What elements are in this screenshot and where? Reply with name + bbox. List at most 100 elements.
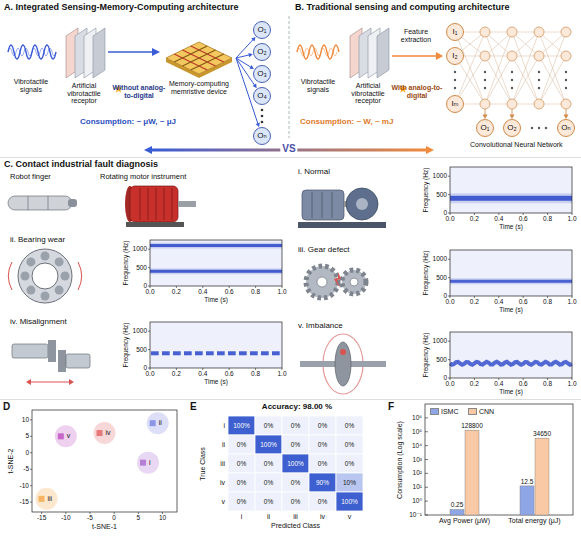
shaft — [66, 354, 90, 368]
cluster-halo — [55, 425, 77, 447]
network-link — [485, 32, 512, 56]
vs-label: VS — [280, 143, 297, 154]
network-link — [539, 32, 566, 104]
tick-mark — [523, 378, 524, 380]
panel-heading: A. Integrated Sensing-Memory-Computing a… — [4, 3, 239, 13]
matrix-cell-ground — [228, 435, 255, 454]
flow-arrow — [108, 51, 153, 53]
signal-label: Vibrotactile signals — [5, 78, 57, 93]
tick-label: 0.8 — [543, 215, 552, 222]
neuron-node: I₂ — [446, 47, 464, 65]
tick-label: 0.2 — [172, 370, 181, 377]
matrix-cell: 90% — [316, 479, 329, 486]
matrix-cell: 0% — [291, 441, 300, 448]
cluster-label: iii — [48, 495, 53, 503]
spectrogram-ground — [450, 250, 572, 296]
matrix-cell-ground — [255, 435, 282, 454]
bearing-inner — [32, 263, 58, 289]
tick-mark — [474, 296, 475, 298]
tick-mark — [176, 368, 177, 370]
tick-label: 0.4 — [494, 215, 503, 222]
tick-label: 10 — [159, 514, 166, 521]
tick-mark — [148, 249, 150, 250]
tick-label: 0.4 — [494, 380, 503, 387]
tick-mark — [41, 512, 42, 514]
hidden-neuron — [561, 27, 571, 37]
fault-label: i. Normal — [298, 168, 330, 177]
matrix-cell: 0% — [237, 498, 246, 505]
coupling — [58, 350, 66, 372]
tick-mark — [255, 368, 256, 370]
spectrum-band — [184, 351, 192, 355]
plot-frame — [150, 322, 282, 368]
neuron-node: Oₙ — [253, 127, 271, 145]
tick-mark — [202, 368, 203, 370]
tick-mark — [30, 452, 32, 453]
tick-mark — [572, 378, 573, 380]
spectrogram-ground — [450, 167, 572, 213]
tick-label: -15 — [37, 514, 46, 521]
axis-title: Frequency (Hz) — [122, 323, 129, 368]
waveform — [8, 48, 56, 56]
tick-label: i — [223, 422, 225, 430]
neuron-label: I₂ — [452, 52, 457, 61]
matrix-cell-ground — [309, 473, 336, 492]
matrix-cell-ground — [336, 473, 363, 492]
network-link — [512, 109, 513, 115]
arrow-head — [144, 146, 152, 154]
neuron-label: O₁ — [481, 124, 490, 133]
ellipsis-dot — [538, 71, 540, 73]
panel-divider — [0, 157, 581, 158]
tick-mark — [148, 331, 150, 332]
connector-line — [236, 40, 253, 58]
matrix-cell: 100% — [341, 498, 358, 505]
neuron-label: O₂ — [507, 124, 516, 133]
bar — [465, 430, 479, 515]
waveform — [297, 48, 337, 56]
cluster-marker — [39, 496, 45, 502]
tick-mark — [547, 378, 548, 380]
tick-mark — [425, 445, 428, 446]
neuron-label: O₁ — [258, 26, 267, 35]
bearing-ball — [41, 292, 50, 301]
legend-label: CNN — [479, 408, 494, 416]
bearing-ball — [21, 272, 30, 281]
tick-mark — [425, 487, 428, 488]
imbalance-mass — [340, 349, 346, 355]
arrow-head — [26, 379, 31, 385]
panel-divider — [289, 16, 290, 138]
bearing-ball — [55, 257, 64, 266]
cluster-marker — [150, 420, 156, 426]
matrix-cell-ground — [309, 416, 336, 435]
neuron-label: O₃ — [257, 70, 266, 79]
tick-label: iv — [220, 479, 225, 487]
ellipsis-dot — [454, 79, 456, 81]
tick-label: 0.0 — [445, 380, 454, 387]
spectrum-band — [217, 351, 225, 355]
spectrogram-ground — [150, 240, 282, 286]
tick-mark — [138, 512, 139, 514]
tick-label: -10 — [20, 482, 29, 489]
axis-title: Time (s) — [204, 296, 228, 303]
motor-base — [126, 222, 184, 227]
motor-body — [130, 186, 178, 222]
axis-title: Frequency (Hz) — [422, 251, 429, 296]
gear-hub — [350, 278, 358, 286]
tick-label: 0.6 — [225, 288, 234, 295]
tick-mark — [114, 512, 115, 514]
tick-mark — [450, 296, 451, 298]
spectrum-band — [261, 351, 269, 355]
tick-label: 0.6 — [225, 370, 234, 377]
axis-title: Frequency (Hz) — [422, 333, 429, 378]
tick-label: 1.0 — [277, 288, 286, 295]
matrix-cell-ground — [228, 492, 255, 511]
neuron-label: O₂ — [257, 48, 266, 57]
ellipsis-dot — [511, 79, 513, 81]
tick-mark — [150, 368, 151, 370]
network-link — [512, 56, 539, 104]
tick-label: 10⁰ — [412, 498, 422, 505]
tick-label: 0.6 — [519, 380, 528, 387]
tick-mark — [572, 296, 573, 298]
finger-joint — [48, 196, 49, 210]
